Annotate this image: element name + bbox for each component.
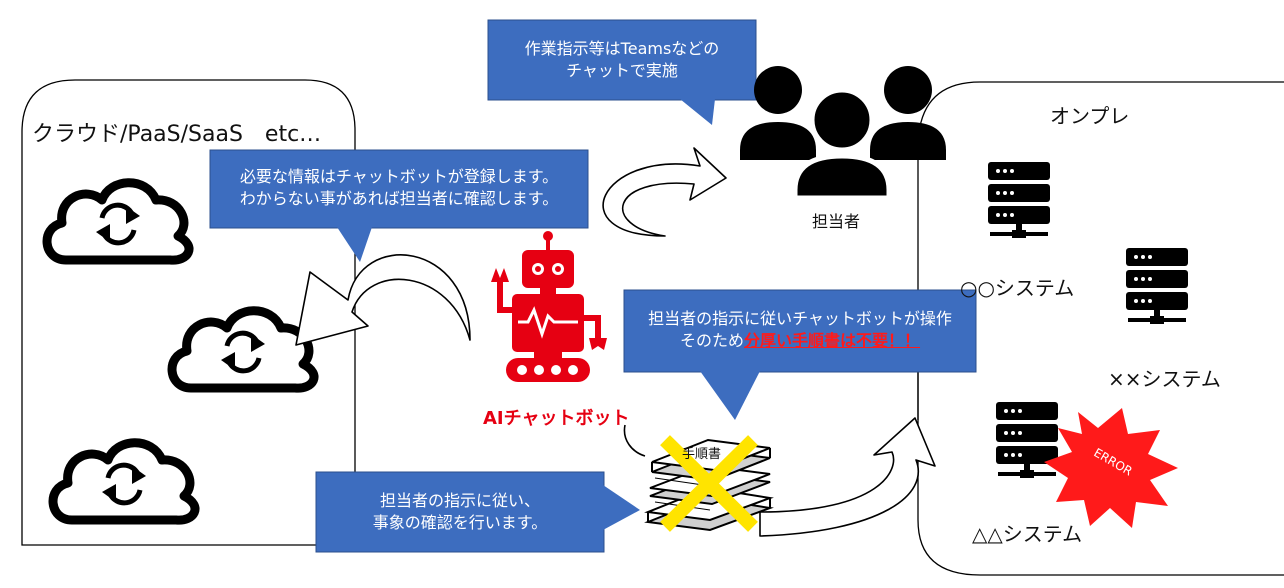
cross-mark-icon bbox=[660, 435, 758, 532]
system-label-3: △△システム bbox=[972, 522, 1083, 546]
callout-register-text: 必要な情報はチャットボットが登録します。 わからない事があれば担当者に確認します… bbox=[210, 166, 588, 210]
cloud-icon bbox=[47, 183, 189, 260]
callout-confirm-text: 担当者の指示に従い、 事象の確認を行います。 bbox=[316, 490, 604, 534]
curved-arrow-to-people-icon bbox=[602, 147, 727, 237]
callout-register-line1: 必要な情報はチャットボットが登録します。 bbox=[239, 167, 559, 186]
cloud-icon bbox=[53, 443, 195, 520]
cloud-region-frame bbox=[21, 79, 356, 546]
callout-teams-line2: チャットで実施 bbox=[566, 61, 678, 80]
system-label-1: ○○システム bbox=[960, 276, 1075, 300]
cloud-icon bbox=[172, 311, 314, 388]
server-icon bbox=[988, 162, 1050, 238]
server-icon bbox=[996, 402, 1058, 478]
cloud-region-label: クラウド/PaaS/SaaS etc… bbox=[32, 122, 322, 147]
onprem-region-label: オンプレ bbox=[1050, 104, 1130, 128]
callout-operate-text: 担当者の指示に従いチャットボットが操作 そのため分厚い手順書は不要！！ bbox=[624, 308, 976, 352]
callout-operate-prefix: そのため bbox=[679, 331, 744, 350]
callout-confirm-bubble bbox=[315, 471, 640, 553]
callout-confirm-line2: 事象の確認を行います。 bbox=[372, 513, 548, 532]
callout-register-line2: わからない事があれば担当者に確認します。 bbox=[239, 189, 559, 208]
callout-teams-text: 作業指示等はTeamsなどの チャットで実施 bbox=[488, 38, 756, 82]
people-icon bbox=[740, 66, 946, 201]
curved-arrow-to-servers-icon bbox=[759, 417, 936, 537]
callout-confirm-line1: 担当者の指示に従い、 bbox=[379, 491, 540, 510]
manual-label: 手順書 bbox=[682, 447, 722, 462]
error-burst-icon bbox=[1044, 408, 1178, 528]
callout-operate-emphasis: 分厚い手順書は不要！！ bbox=[744, 331, 921, 350]
server-icon bbox=[1126, 248, 1188, 324]
bot-label: AIチャットボット bbox=[483, 408, 630, 429]
callout-operate-line1: 担当者の指示に従いチャットボットが操作 bbox=[648, 309, 952, 328]
people-label: 担当者 bbox=[812, 212, 861, 231]
curved-arrow-to-cloud-icon bbox=[295, 254, 471, 346]
callout-operate-line2: そのため分厚い手順書は不要！！ bbox=[624, 330, 976, 352]
callout-register-bubble bbox=[209, 149, 589, 262]
callout-teams-line1: 作業指示等はTeamsなどの bbox=[524, 39, 720, 58]
system-label-2: ××システム bbox=[1108, 367, 1221, 391]
callout-operate-bubble bbox=[623, 289, 977, 420]
callout-teams-bubble bbox=[487, 19, 757, 125]
robot-icon bbox=[491, 231, 607, 382]
